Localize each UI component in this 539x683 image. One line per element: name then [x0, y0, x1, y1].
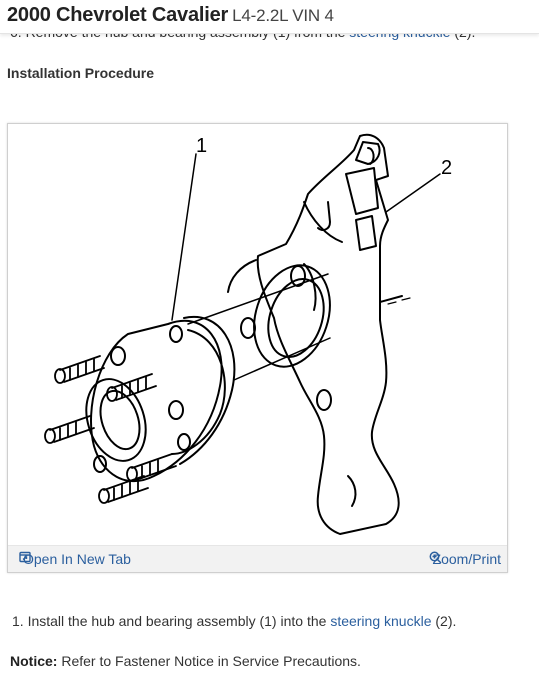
knuckle-boss: [303, 263, 317, 311]
guide-line-lower: [233, 337, 331, 381]
notice-label: Notice:: [10, 653, 58, 669]
knuckle-bolt-hole-top: [290, 265, 306, 287]
knuckle-inner-edge: [303, 201, 343, 243]
dashed-arm-line: [387, 297, 411, 305]
knuckle-bore-outer: [253, 264, 331, 368]
knuckle-rib: [227, 259, 257, 293]
knuckle-hook: [317, 201, 331, 231]
steering-knuckle-link[interactable]: steering knuckle: [330, 613, 432, 629]
hub-pilot-outer: [85, 378, 147, 462]
hub-knuckle-diagram: 1 2: [44, 133, 452, 535]
flange-hole-2: [168, 400, 184, 420]
knuckle-lower-fillet: [347, 475, 357, 507]
knuckle-bolt-hole-bottom: [316, 389, 332, 411]
procedure-figure: 1 2 Open In New Tab Zoom/Print: [7, 123, 508, 573]
knuckle-bolt-hole-left: [240, 317, 256, 339]
step-1-text: 1. Install the hub and bearing assembly …: [12, 613, 456, 629]
figure-toolbar: Open In New Tab Zoom/Print: [8, 545, 507, 572]
open-in-new-tab-link[interactable]: Open In New Tab: [19, 551, 131, 567]
knuckle-arm-line: [379, 295, 403, 303]
steering-knuckle: [256, 133, 400, 535]
knuckle-cap: [355, 141, 381, 165]
notice-body: Refer to Fastener Notice in Service Prec…: [57, 653, 361, 669]
knuckle-top-loop: [367, 147, 375, 165]
section-heading: Installation Procedure: [7, 65, 155, 81]
flange-hole-3: [169, 325, 183, 343]
vehicle-engine: L4-2.2L VIN 4: [232, 6, 334, 25]
callout-2: 2: [441, 157, 452, 179]
flange-hole-5: [93, 455, 107, 473]
callout-1: 1: [196, 135, 207, 157]
wheel-studs: [44, 355, 177, 504]
knuckle-tab: [345, 167, 379, 215]
step-1-after: (2).: [431, 613, 457, 629]
step-1-before: 1. Install the hub and bearing assembly …: [12, 613, 331, 629]
knuckle-tab-slot: [355, 215, 377, 251]
vehicle-name: 2000 Chevrolet Cavalier: [7, 4, 229, 26]
notice-text: Notice: Refer to Fastener Notice in Serv…: [10, 653, 361, 669]
callout-2-leader: [385, 173, 441, 213]
flange-hole-4: [177, 433, 191, 451]
callout-1-leader: [171, 153, 197, 321]
zoom-print-link[interactable]: Zoom/Print: [429, 551, 501, 567]
zoom-print-label: Zoom/Print: [432, 551, 501, 567]
hub-flange-side: [179, 315, 236, 465]
flange-hole-1: [110, 346, 126, 366]
open-in-new-tab-label: Open In New Tab: [23, 551, 131, 567]
hub-pilot-inner: [99, 389, 141, 451]
bearing-face: [171, 329, 226, 455]
knuckle-bore-inner: [267, 278, 325, 358]
hub-flange: [90, 319, 223, 482]
guide-line-upper: [187, 273, 329, 325]
